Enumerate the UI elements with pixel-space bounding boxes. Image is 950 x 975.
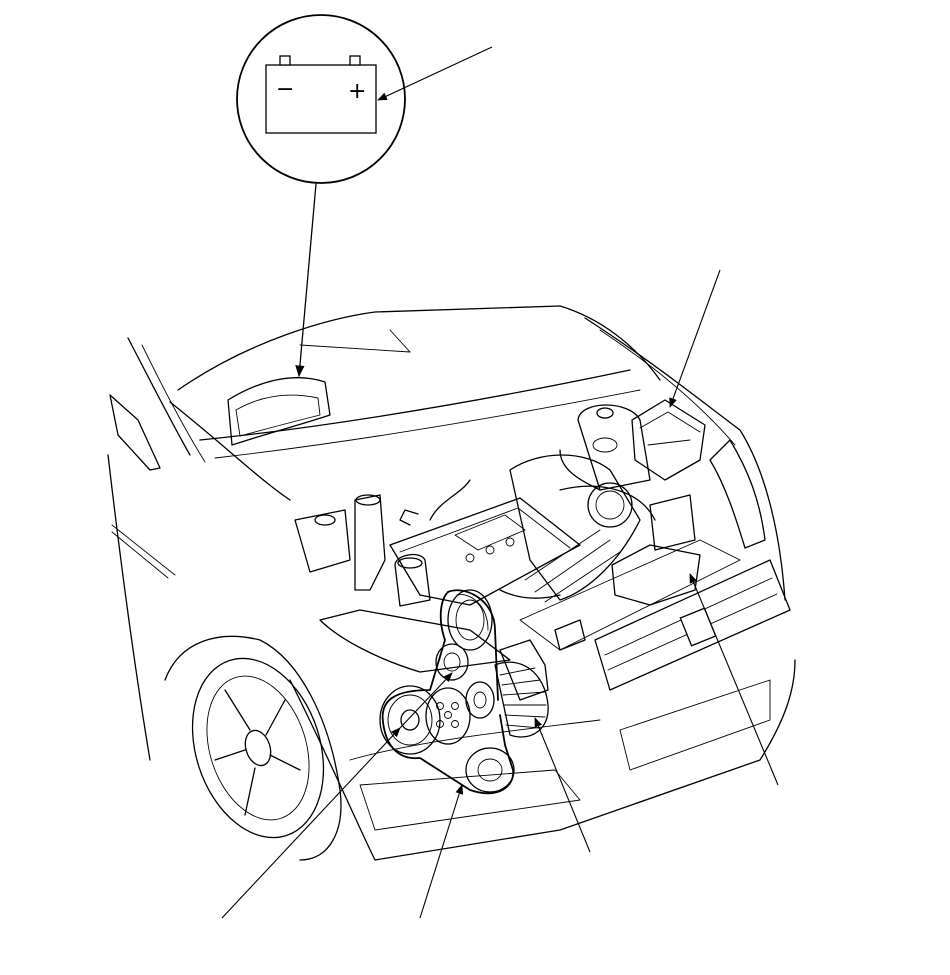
- cylinder-head-cover: [389, 497, 581, 606]
- under-hood-fuse-box: [631, 399, 706, 481]
- battery-location-arrow: [295, 183, 317, 378]
- idler-pulley: [447, 589, 493, 651]
- crank-pulley-callout: [221, 727, 401, 919]
- tensioner-pulley: [435, 643, 469, 681]
- engine-bay: [294, 399, 741, 701]
- hood-insulator: [227, 377, 331, 446]
- right-headlight: [709, 439, 766, 549]
- drive-belt-callout: [419, 784, 464, 919]
- water-pump-pulley: [425, 687, 471, 745]
- alternator-callout: [534, 717, 591, 853]
- battery-terminal-leader: [377, 46, 493, 101]
- right-strut-tower: [577, 404, 651, 491]
- car-body: [107, 305, 796, 861]
- front-wheel: [164, 635, 342, 861]
- positive-terminal-sign: +: [348, 79, 366, 104]
- negative-terminal-sign: −: [276, 77, 294, 102]
- air-cleaner-callout: [689, 573, 779, 786]
- front-bumper: [289, 659, 796, 861]
- fuse-box-callout: [669, 269, 721, 408]
- tensioner-callout: [399, 672, 453, 729]
- drive-belt: [381, 589, 514, 795]
- front-emblem: [679, 607, 717, 647]
- coolant-reservoir: [394, 553, 431, 607]
- accessory-drive: [379, 589, 549, 795]
- alternator: [494, 661, 549, 738]
- crank-pulley: [379, 685, 441, 755]
- callouts: [221, 269, 779, 919]
- engine-mount: [499, 639, 549, 701]
- intake-manifold: [509, 454, 641, 601]
- battery-inset: − +: [236, 14, 493, 378]
- battery-icon: − +: [265, 55, 377, 134]
- side-mirror: [109, 394, 161, 471]
- left-headlight: [319, 609, 511, 673]
- inset-circle: [236, 14, 406, 184]
- ac-compressor-pulley: [465, 747, 515, 793]
- air-cleaner-box: [611, 544, 701, 606]
- left-reservoir: [354, 494, 386, 591]
- front-grille: [594, 559, 791, 691]
- hood-outline: [177, 305, 661, 391]
